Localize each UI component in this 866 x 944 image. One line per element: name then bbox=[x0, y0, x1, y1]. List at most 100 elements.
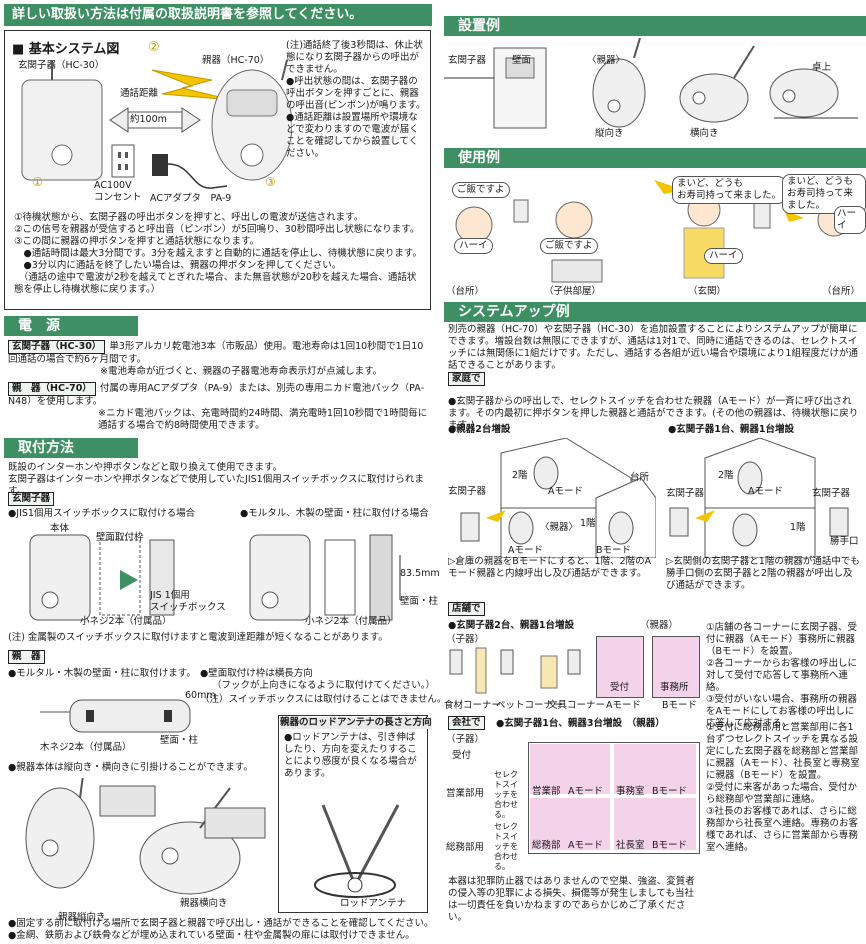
marker-1: ① bbox=[32, 175, 43, 189]
dimension-60: 60mm bbox=[185, 690, 216, 701]
setup-master-label: 〈親器〉 bbox=[587, 55, 626, 66]
adapter-illustration bbox=[152, 154, 168, 176]
company-tag-label: 会社で bbox=[448, 716, 485, 730]
store-entry-label: （子器） bbox=[446, 634, 485, 645]
company-dept-3: 総務部 bbox=[532, 840, 561, 851]
wood-screws-label: 木ネジ2本（付属品） bbox=[40, 742, 132, 753]
company-select-2: セレクトスイッチを合わせる。 bbox=[494, 822, 518, 871]
home2-floor2: 2階 bbox=[718, 470, 734, 481]
store-reception: 受付 bbox=[610, 682, 630, 693]
usage-bubble-1: ご飯ですよ bbox=[452, 182, 510, 198]
rod-antenna-label: ロッドアンテナ bbox=[340, 898, 407, 909]
vert-horiz-note: ●親器本体は縦向き・横向きに引掛けることができます。 bbox=[8, 762, 253, 773]
outlet-label: AC100V コンセント bbox=[94, 180, 142, 203]
company-dept-grid bbox=[528, 742, 700, 854]
company-notes: ①受付に総務部用と営業部用に各1台ずつセレクトスイッチを異なる設定にした玄関子器… bbox=[706, 722, 860, 853]
marker-2: ② bbox=[148, 40, 160, 55]
distance-label: 通話距離 bbox=[120, 88, 159, 99]
usage-place-1: （台所） bbox=[446, 286, 485, 297]
outlet-illustration bbox=[111, 144, 135, 178]
frame-direction: ●壁面取付け枠は横長方向 bbox=[200, 668, 313, 679]
entry-unit-label: 玄関子器（HC-30） bbox=[18, 60, 105, 71]
usage-bubble-2: ハーイ bbox=[454, 238, 493, 254]
disclaimer: 本器は犯罪防止器ではありませんので空巣、強盗、変質者の侵入等の犯罪による損失、損… bbox=[448, 876, 695, 923]
entry-unit-illustration bbox=[21, 79, 103, 181]
home-diagram-1 bbox=[460, 438, 656, 558]
company-select-1: セレクトスイッチを合わせる。 bbox=[494, 770, 518, 819]
distance-value: 約100m bbox=[130, 114, 167, 125]
basic-steps: ①待機状態から、玄関子器の呼出ボタンを押すと、呼出しの電波が送信されます。 ②こ… bbox=[14, 212, 422, 295]
metal-box-note: (注) 金属製のスイッチボックスに取付けますと電波到達距離が短くなることがありま… bbox=[8, 632, 388, 643]
company-tag: 会社で bbox=[448, 716, 489, 730]
home-case-1: ●親器2台増設 bbox=[448, 424, 511, 435]
power-entry-text: 単3形アルカリ乾電池3本（市販品）使用。電池寿命は1回10秒間で1日10回通話の… bbox=[8, 341, 424, 365]
setup-entry-label: 玄関子器 bbox=[448, 55, 487, 66]
store-office-box bbox=[652, 636, 700, 698]
jis-box-label: JIS 1個用 スイッチボックス bbox=[150, 590, 226, 613]
company-dept-2-mode: Bモード bbox=[652, 786, 688, 797]
final-note-1: ●固定する前に取付ける場所で玄関子器と親器で呼び出し・通話ができることを確認して… bbox=[8, 918, 434, 929]
company-dept-1-mode: Aモード bbox=[568, 786, 603, 797]
store-diagram bbox=[449, 647, 581, 694]
master-unit-label: 親器（HC-70） bbox=[202, 55, 270, 66]
basic-note: (注)通話終了後3秒間は、休止状態になり玄関子器からの呼出ができません。 ●呼出… bbox=[286, 40, 426, 159]
company-general-use: 総務部用 bbox=[446, 842, 485, 853]
sysup-intro: 別売の親器（HC-70）や玄関子器（HC-30）を追加設置することによりシステム… bbox=[448, 324, 858, 371]
wall-install-diagram bbox=[249, 534, 401, 621]
home1-entry: 玄関子器 bbox=[448, 486, 487, 497]
case-jis: ●JIS1個用スイッチボックスに取付ける場合 bbox=[8, 508, 196, 519]
home-diagram-2 bbox=[669, 438, 849, 558]
dimension-83: 83.5mm bbox=[400, 568, 440, 579]
setup-horizontal-label: 横向き bbox=[690, 128, 719, 139]
case-wall: ●モルタル、木製の壁面・柱に取付ける場合 bbox=[240, 508, 429, 519]
basic-system-panel bbox=[4, 30, 431, 310]
company-dept-4-mode: Bモード bbox=[652, 840, 688, 851]
store-notes: ①店舗の各コーナーに玄関子器、受付に親器（Aモード）事務所に親器（Bモード）を設… bbox=[706, 622, 858, 729]
usage-place-2: （子供部屋） bbox=[544, 286, 602, 297]
antenna-diagram bbox=[314, 804, 400, 898]
home1-floor1: 1階 bbox=[580, 518, 596, 529]
body-label: 本体 bbox=[50, 523, 70, 534]
vertical-label: 親器縦向き bbox=[58, 912, 106, 923]
home-note-2: ▷玄関側の玄関子器と1階の親器が通話中でも勝手口側の玄関子器と2階の親器が呼出し… bbox=[666, 556, 860, 591]
home1-floor2: 2階 bbox=[512, 470, 528, 481]
home-tag-label: 家庭で bbox=[448, 372, 485, 386]
power-header: 電 源 bbox=[4, 316, 138, 336]
home-text: ●玄関子器からの呼出しで、セレクトスイッチを合わせた親器（Aモード）が一斉に呼び… bbox=[448, 396, 859, 431]
sysup-header: システムアップ例 bbox=[444, 302, 866, 322]
antenna-title: 親器のロッドアンテナの長さと方向 bbox=[280, 717, 432, 729]
store-reception-box bbox=[596, 636, 644, 698]
home1-kitchen: 台所 bbox=[630, 472, 650, 483]
store-case: ●玄関子器2台、親器1台増設 bbox=[448, 620, 575, 631]
horizontal-label: 親器横向き bbox=[180, 898, 228, 909]
usage-header: 使用例 bbox=[444, 148, 866, 168]
screws-label: 小ネジ2本（付属品） bbox=[80, 616, 172, 627]
install-header: 取付方法 bbox=[4, 438, 138, 458]
install-master-tag: 親 器 bbox=[8, 650, 49, 664]
setup-wall-label: 壁面 bbox=[512, 55, 532, 66]
home1-amode-1: Aモード bbox=[548, 486, 583, 497]
master-case: ●モルタル・木製の壁面・柱に取付けます。 bbox=[8, 668, 196, 679]
usage-place-4: （台所） bbox=[822, 286, 861, 297]
store-corner-3: 文具コーナー bbox=[548, 700, 606, 711]
store-amode: Aモード bbox=[606, 700, 641, 711]
top-notice: 詳しい取扱い方法は付属の取扱説明書を参照してください。 bbox=[4, 4, 432, 26]
power-master: 親 器（HC-70）付属の専用ACアダプタ（PA-9）または、別売の専用ニカド電… bbox=[8, 382, 428, 408]
home2-amode: Aモード bbox=[748, 486, 783, 497]
basic-system-diagram bbox=[21, 60, 292, 189]
master-orientation-diagram bbox=[25, 778, 266, 895]
setup-vertical-label: 縦向き bbox=[595, 128, 624, 139]
home-case-2: ●玄関子器1台、親器1台増設 bbox=[668, 424, 795, 435]
store-tag-label: 店舗で bbox=[448, 602, 485, 616]
wall-frame-label: 壁面取付枠 bbox=[96, 532, 144, 543]
store-corner-2: ペットコーナー bbox=[496, 700, 563, 711]
setup-desk-label: 卓上 bbox=[812, 62, 832, 73]
power-master-tag: 親 器（HC-70） bbox=[8, 382, 96, 396]
home-tag: 家庭で bbox=[448, 372, 489, 386]
antenna-panel bbox=[278, 715, 428, 913]
company-cell-1 bbox=[530, 744, 610, 794]
home1-amode-2: Aモード bbox=[508, 545, 543, 556]
usage-bubble-7: ハーイ bbox=[834, 206, 866, 234]
store-master-label: （親器） bbox=[640, 620, 679, 631]
company-dept-4: 社長室 bbox=[616, 840, 645, 851]
